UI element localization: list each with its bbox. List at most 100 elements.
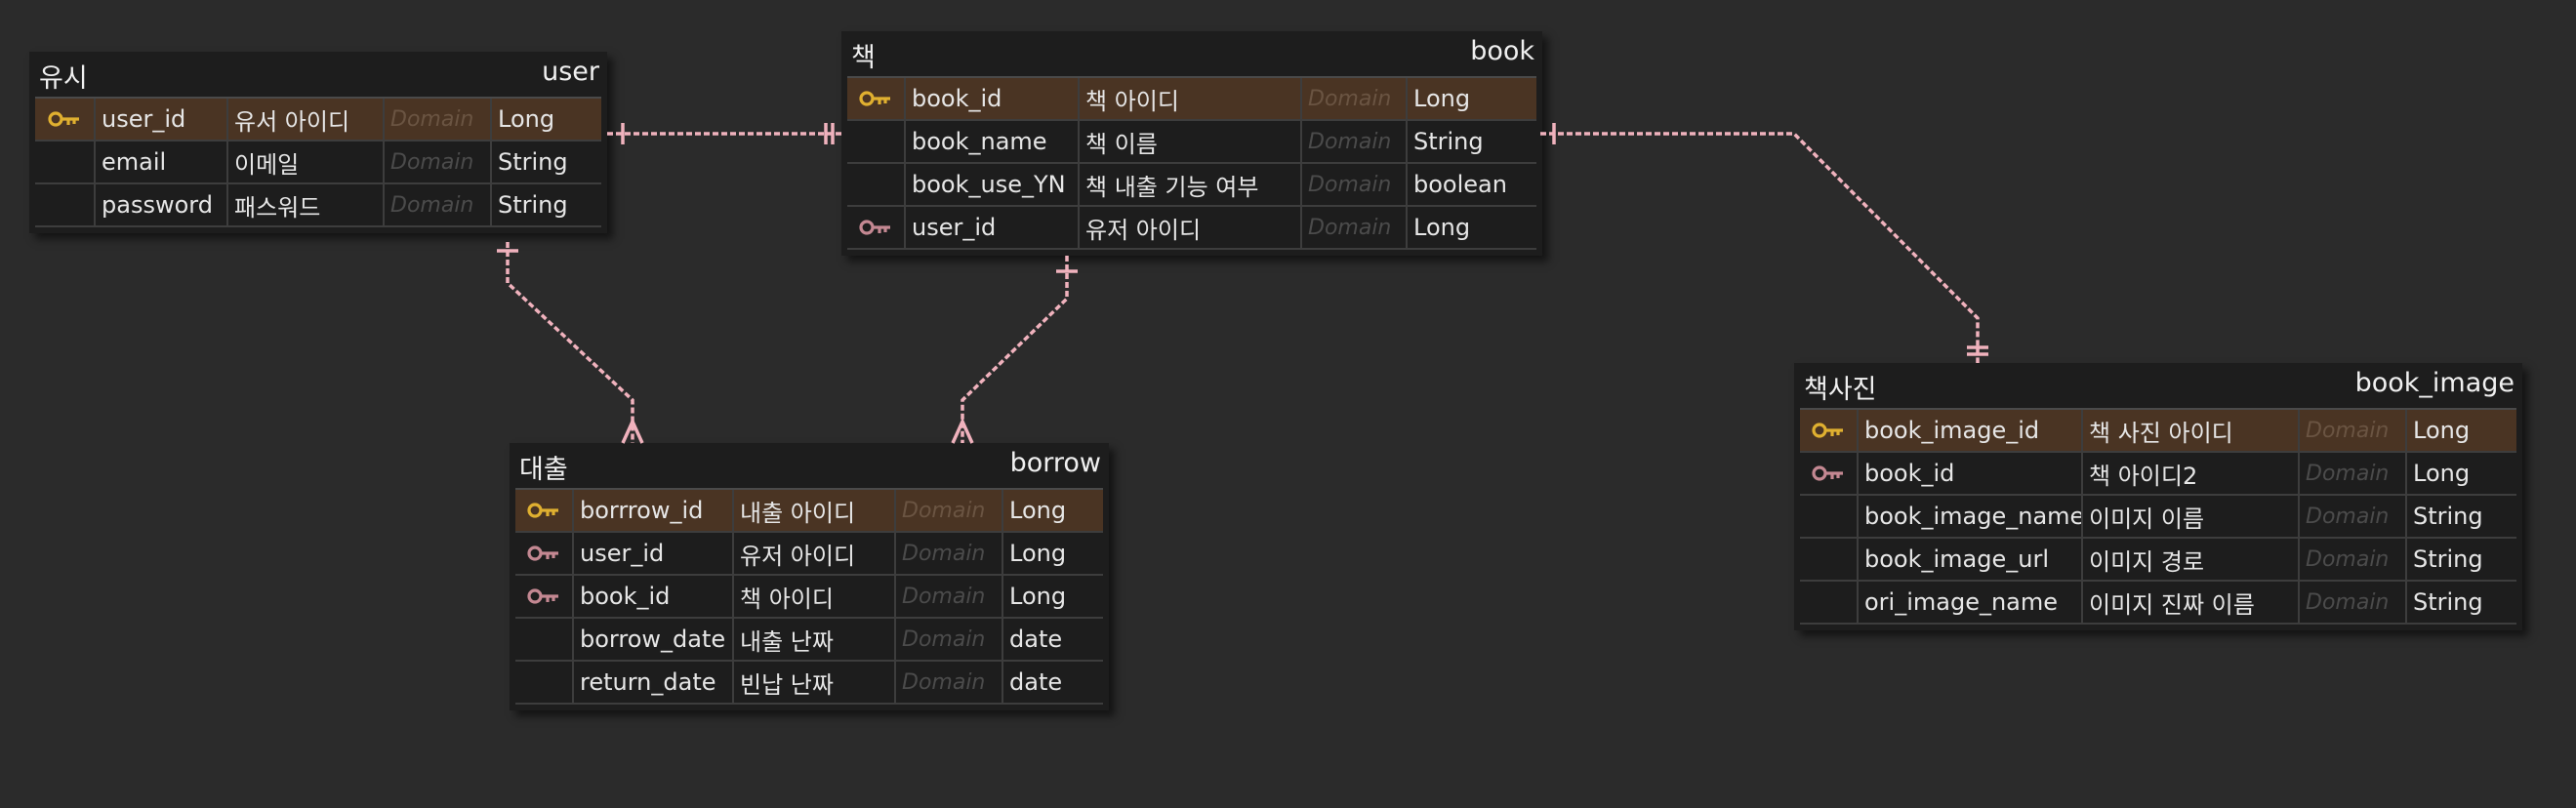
key-cell bbox=[847, 78, 906, 119]
column-data-type: Long bbox=[1009, 497, 1067, 524]
column-logical-name: 책 내출 기능 여부 bbox=[1080, 164, 1302, 205]
column-domain: Domain bbox=[896, 619, 1003, 660]
column-physical-name: borrow_date bbox=[574, 619, 734, 660]
column-domain: Domain bbox=[896, 576, 1003, 617]
column-data-type: String bbox=[2413, 503, 2483, 530]
column-data-type: Long bbox=[498, 105, 555, 133]
column-data-type: String bbox=[2413, 545, 2483, 573]
entity-logical-name: 책 bbox=[851, 43, 876, 73]
column-data-type: Long bbox=[1413, 85, 1471, 112]
column-domain: Domain bbox=[1302, 121, 1408, 162]
key-cell bbox=[515, 619, 574, 660]
column-domain: Domain bbox=[896, 533, 1003, 574]
column-logical-name: 유저 아이디 bbox=[734, 533, 896, 574]
column-logical-name: 책 아이디 bbox=[1080, 78, 1302, 119]
column-domain: Domain bbox=[1302, 207, 1408, 248]
key-cell bbox=[515, 533, 574, 574]
column-physical-name: password bbox=[96, 184, 228, 225]
key-cell bbox=[35, 99, 96, 140]
primary-key-icon bbox=[527, 503, 558, 518]
column-data-type: String bbox=[498, 148, 568, 176]
column-physical-name: book_name bbox=[906, 121, 1080, 162]
entity-physical-name: book bbox=[1470, 36, 1534, 66]
foreign-key-icon bbox=[527, 588, 558, 604]
column-physical-name: book_id bbox=[906, 78, 1080, 119]
column-data-type: Long bbox=[1009, 540, 1067, 567]
column-data-type: Long bbox=[2413, 460, 2471, 487]
column-domain: Domain bbox=[896, 662, 1003, 703]
column-logical-name: 패스워드 bbox=[228, 184, 385, 225]
column-logical-name: 내출 아이디 bbox=[734, 490, 896, 531]
column-physical-name: book_id bbox=[574, 576, 734, 617]
column-logical-name: 이미지 경로 bbox=[2083, 539, 2300, 580]
column-logical-name: 내출 난짜 bbox=[734, 619, 896, 660]
column-data-type: Long bbox=[1009, 583, 1067, 610]
column-data-type: Long bbox=[2413, 417, 2471, 444]
column-logical-name: 이메일 bbox=[228, 141, 385, 182]
foreign-key-icon bbox=[527, 545, 558, 561]
key-cell bbox=[1800, 539, 1859, 580]
entity-physical-name: user bbox=[542, 57, 599, 87]
column-physical-name: borrrow_id bbox=[574, 490, 734, 531]
column-data-type: date bbox=[1009, 668, 1063, 696]
entity-header[interactable]: 책 book bbox=[841, 31, 1542, 76]
column-domain: Domain bbox=[2300, 496, 2407, 537]
foreign-key-icon bbox=[859, 220, 890, 235]
relation-many-marker bbox=[951, 417, 974, 444]
entity-logical-name: 책사진 bbox=[1804, 375, 1877, 405]
column-data-type: String bbox=[2413, 588, 2483, 616]
column-logical-name: 빈납 난짜 bbox=[734, 662, 896, 703]
column-physical-name: ori_image_name bbox=[1859, 582, 2083, 623]
column-physical-name: book_image_name bbox=[1859, 496, 2083, 537]
entity-physical-name: book_image bbox=[2354, 368, 2515, 398]
relation-many-marker bbox=[621, 417, 644, 444]
relation-book-borrow[interactable] bbox=[961, 256, 1069, 443]
column-physical-name: email bbox=[96, 141, 228, 182]
column-domain: Domain bbox=[1302, 78, 1408, 119]
relation-book-book-image[interactable] bbox=[1540, 132, 1980, 363]
key-cell bbox=[1800, 453, 1859, 494]
key-cell bbox=[1800, 496, 1859, 537]
column-physical-name: book_id bbox=[1859, 453, 2083, 494]
column-domain: Domain bbox=[385, 141, 492, 182]
column-physical-name: book_image_id bbox=[1859, 410, 2083, 451]
column-domain: Domain bbox=[2300, 453, 2407, 494]
entity-physical-name: borrow bbox=[1009, 448, 1101, 478]
key-cell bbox=[1800, 410, 1859, 451]
column-physical-name: user_id bbox=[574, 533, 734, 574]
key-cell bbox=[847, 207, 906, 248]
column-logical-name: 책 이름 bbox=[1080, 121, 1302, 162]
key-cell bbox=[1800, 582, 1859, 623]
relation-user-borrow[interactable] bbox=[506, 242, 634, 443]
column-logical-name: 이미지 이름 bbox=[2083, 496, 2300, 537]
key-cell bbox=[35, 184, 96, 225]
entity-header[interactable]: 책사진 book_image bbox=[1794, 363, 2522, 408]
